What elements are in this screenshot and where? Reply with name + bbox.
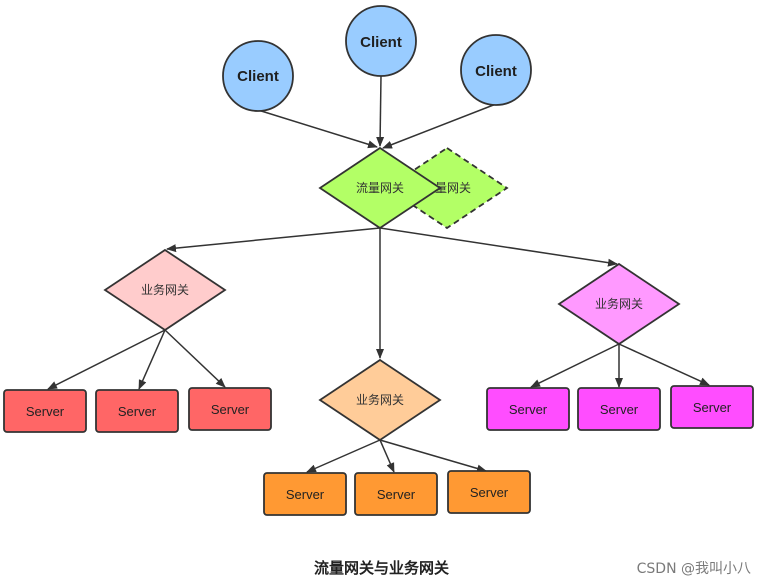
server-left-2: Server: [95, 389, 179, 433]
server-right-1: Server: [486, 387, 570, 431]
business-gateway-label: 业务网关: [595, 296, 643, 311]
client-node-1: Client: [222, 40, 294, 112]
edge-gw-mid-to-server-1: [306, 439, 381, 473]
server-label: Server: [286, 487, 325, 502]
server-label: Server: [26, 404, 65, 419]
edge-gw-left-to-server-1: [47, 329, 166, 390]
edge-gw-mid-to-server-3: [379, 439, 487, 473]
edge-gw-left-to-server-2: [138, 329, 166, 390]
watermark: CSDN @我叫小八: [636, 561, 751, 577]
server-label: Server: [509, 402, 548, 417]
client-node-2: Client: [345, 5, 417, 77]
server-middle-1: Server: [263, 472, 347, 516]
business-gateway-middle: 业务网关: [318, 358, 442, 442]
business-gateway-label: 业务网关: [141, 282, 189, 297]
business-gateway-right: 业务网关: [557, 262, 681, 346]
traffic-gateway: 流量网关: [318, 146, 442, 230]
edge-gw-right-to-server-3: [618, 343, 710, 386]
server-right-3: Server: [670, 385, 754, 429]
client-node-3: Client: [460, 34, 532, 106]
diagram-caption: 流量网关与业务网关: [313, 559, 449, 577]
server-label: Server: [211, 402, 250, 417]
server-label: Server: [600, 402, 639, 417]
edge-gw-right-to-server-1: [530, 343, 620, 388]
client-label: Client: [237, 68, 279, 85]
business-gateway-left: 业务网关: [103, 248, 227, 332]
server-left-3: Server: [188, 387, 272, 431]
server-label: Server: [118, 404, 157, 419]
server-middle-3: Server: [447, 470, 531, 514]
client-label: Client: [475, 63, 517, 80]
edge-gw-mid-to-server-2: [379, 439, 395, 473]
edge-client-3-to-traffic: [382, 103, 497, 149]
server-middle-2: Server: [354, 472, 438, 516]
edge-client-1-to-traffic: [257, 109, 378, 149]
edge-client-2-to-traffic: [376, 75, 385, 147]
server-label: Server: [377, 487, 416, 502]
server-right-2: Server: [577, 387, 661, 431]
edge-gw-left-to-server-3: [164, 329, 226, 388]
server-label: Server: [693, 400, 732, 415]
server-left-1: Server: [3, 389, 87, 433]
business-gateway-label: 业务网关: [356, 392, 404, 407]
edge-traffic-to-gw-left: [166, 227, 381, 253]
traffic-gateway-label: 流量网关: [356, 181, 404, 195]
client-label: Client: [360, 34, 402, 51]
edge-traffic-to-gw-right: [379, 227, 618, 267]
server-label: Server: [470, 485, 509, 500]
